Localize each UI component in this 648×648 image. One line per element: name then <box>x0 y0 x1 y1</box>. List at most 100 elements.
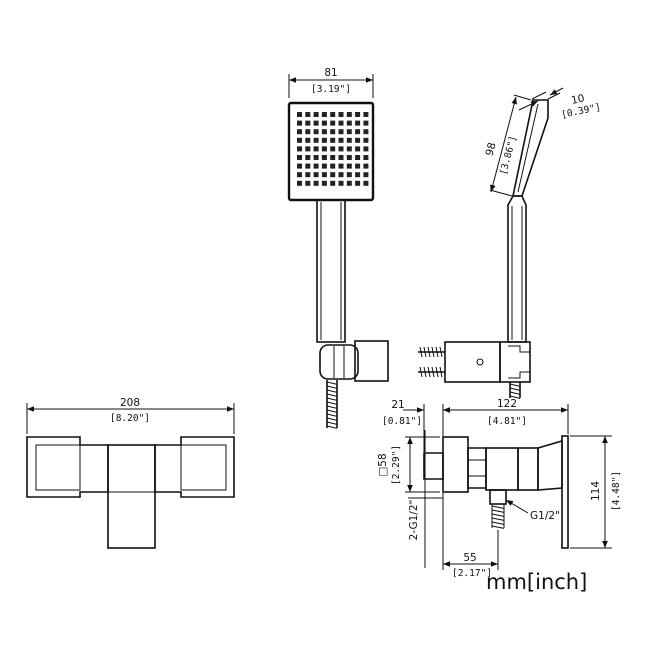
dim-head-height-mm: 98 <box>484 141 499 157</box>
hose-coil <box>326 417 338 421</box>
nozzle <box>313 112 319 117</box>
nozzle <box>363 129 369 135</box>
nozzle <box>297 120 302 126</box>
nozzle <box>297 137 302 143</box>
nozzle <box>305 146 311 152</box>
hose-coil <box>491 505 505 509</box>
nozzle <box>338 112 344 117</box>
hose-coil <box>326 413 338 417</box>
dim-outlet-thread: G1/2" <box>505 499 560 522</box>
dim-square-size: □58 [2.29"] <box>377 436 440 493</box>
dim-body-width-mm: 208 <box>120 397 140 409</box>
nozzle <box>297 146 302 152</box>
dim-inlet-spacing-in: [2.17"] <box>452 568 492 579</box>
anchor-thread <box>419 366 423 378</box>
dim-head-width: 81 [3.19"] <box>288 67 374 98</box>
hose-coil <box>326 405 338 409</box>
nozzle <box>355 146 361 152</box>
dim-square-size-mm: □58 <box>377 453 389 476</box>
nozzle <box>313 137 319 143</box>
hand-shower-front-view <box>287 101 389 429</box>
dim-square-size-in: [2.29"] <box>391 445 402 485</box>
nozzle <box>363 155 369 160</box>
nozzle <box>297 180 302 186</box>
nozzle <box>330 155 336 160</box>
hose-coil <box>326 401 338 405</box>
outlet-thread <box>491 505 505 529</box>
nozzle <box>363 112 369 117</box>
nozzle <box>313 120 319 126</box>
dim-body-width: 208 [8.20"] <box>26 397 235 434</box>
dim-plate-height-mm: 114 <box>590 481 602 501</box>
anchor-thread <box>431 346 435 358</box>
nozzle <box>313 155 319 160</box>
dim-plate-height: 114 [4.48"] <box>570 435 622 549</box>
nozzle <box>297 163 302 169</box>
hose-coil <box>326 393 338 397</box>
nozzle <box>305 120 311 126</box>
nozzle <box>346 155 352 160</box>
hose-coil <box>491 525 505 529</box>
anchor-thread <box>439 346 443 358</box>
anchor-thread <box>435 346 439 358</box>
anchor-thread <box>431 366 435 378</box>
nozzle <box>330 129 336 135</box>
hose-coil <box>509 391 521 395</box>
nozzle <box>355 172 361 178</box>
hose-coil <box>509 383 521 387</box>
dim-inlet-thread-label: 2-G1/2" <box>408 500 420 541</box>
dim-plate-height-in: [4.48"] <box>611 471 622 511</box>
nozzle <box>355 112 361 117</box>
nozzle <box>305 129 311 135</box>
nozzle <box>346 112 352 117</box>
nozzle <box>355 163 361 169</box>
dim-wall-offset-in: [0.81"] <box>382 416 422 427</box>
nozzle <box>355 155 361 160</box>
nozzle <box>313 146 319 152</box>
nozzle <box>363 120 369 126</box>
nozzle <box>321 155 327 160</box>
anchor-thread <box>423 346 427 358</box>
dim-body-width-in: [8.20"] <box>110 413 150 424</box>
dim-head-height-in: [3.86"] <box>498 135 519 177</box>
nozzle <box>305 180 311 186</box>
hose-coil <box>326 385 338 389</box>
dim-inlet-thread: 2-G1/2" <box>408 430 426 568</box>
nozzle <box>355 137 361 143</box>
nozzle <box>346 120 352 126</box>
nozzle <box>330 172 336 178</box>
nozzle <box>330 112 336 117</box>
nozzle <box>305 172 311 178</box>
hose-coil <box>326 397 338 401</box>
hose-coil <box>509 395 521 399</box>
nozzle <box>313 163 319 169</box>
nozzle <box>338 146 344 152</box>
nozzle <box>338 137 344 143</box>
nozzle <box>305 163 311 169</box>
dim-head-width-in: [3.19"] <box>311 84 351 95</box>
units-label: mm[inch] <box>486 570 588 594</box>
nozzle <box>313 129 319 135</box>
hose-coil <box>326 389 338 393</box>
wall-anchors <box>418 346 445 378</box>
nozzle <box>330 163 336 169</box>
nozzle <box>338 172 344 178</box>
nozzle <box>313 172 319 178</box>
dim-head-depth: 10 [0.39"] <box>518 87 602 121</box>
anchor-thread <box>427 346 431 358</box>
nozzle <box>346 129 352 135</box>
mixer-front-view <box>26 436 235 549</box>
nozzle <box>297 129 302 135</box>
nozzle <box>346 180 352 186</box>
nozzle <box>321 112 327 117</box>
nozzle <box>363 172 369 178</box>
nozzle <box>297 155 302 160</box>
hose-coil <box>491 509 505 513</box>
dim-inlet-spacing-mm: 55 <box>463 552 476 564</box>
nozzle <box>363 137 369 143</box>
nozzle <box>338 155 344 160</box>
mixer-side-view <box>408 435 569 549</box>
anchor-thread <box>419 346 423 358</box>
anchor-thread <box>439 366 443 378</box>
